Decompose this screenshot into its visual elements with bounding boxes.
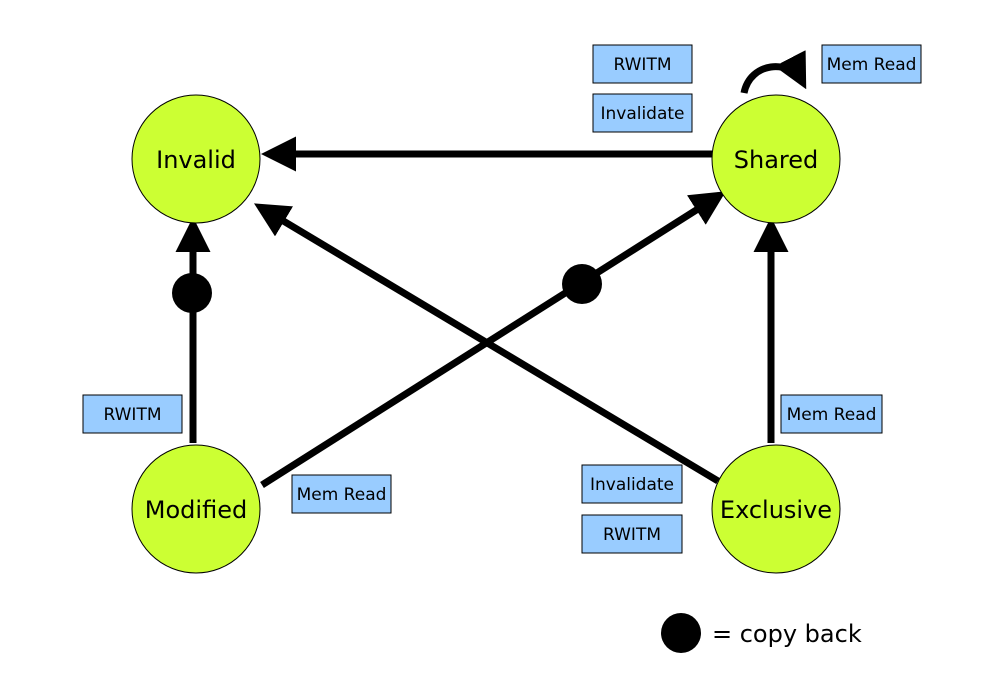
state-modified: Modified (131, 444, 261, 574)
arrow-shared-self-loop (740, 50, 807, 94)
state-invalid: Invalid (131, 94, 261, 224)
arrow-modified-to-shared (260, 191, 726, 488)
state-exclusive-label: Exclusive (720, 496, 832, 524)
label-modified-rwitm-text: RWITM (104, 405, 162, 425)
label-shared-invalidate-text: Invalidate (600, 104, 684, 124)
label-exclusive-mem-read-text: Mem Read (787, 405, 877, 425)
label-modified-rwitm: RWITM (82, 394, 183, 434)
state-modified-circle (131, 444, 261, 574)
copy-back-dot-modified-shared (562, 264, 602, 304)
label-modified-mem-read: Mem Read (291, 474, 392, 514)
label-shared-rwitm: RWITM (592, 44, 693, 84)
state-invalid-label: Invalid (156, 146, 236, 174)
label-shared-invalidate: Invalidate (592, 93, 693, 133)
label-exclusive-rwitm-text: RWITM (603, 525, 661, 545)
legend: = copy back (661, 613, 862, 653)
legend-copy-back-dot (661, 613, 701, 653)
state-shared-label: Shared (734, 146, 819, 174)
label-exclusive-invalidate-text: Invalidate (590, 475, 674, 495)
label-shared-mem-read-text: Mem Read (827, 55, 917, 75)
state-shared-circle (711, 94, 841, 224)
copy-back-dot-modified-invalid (172, 273, 212, 313)
label-exclusive-mem-read: Mem Read (780, 394, 883, 434)
label-shared-mem-read: Mem Read (821, 44, 922, 84)
label-exclusive-invalidate: Invalidate (581, 464, 683, 504)
label-modified-mem-read-text: Mem Read (297, 485, 387, 505)
label-shared-rwitm-text: RWITM (614, 55, 672, 75)
legend-copy-back-text: = copy back (712, 620, 862, 648)
state-shared: Shared (711, 94, 841, 224)
state-invalid-circle (131, 94, 261, 224)
state-exclusive-circle (711, 444, 841, 574)
state-exclusive: Exclusive (711, 444, 841, 574)
state-modified-label: Modified (145, 496, 247, 524)
label-exclusive-rwitm: RWITM (581, 514, 683, 554)
